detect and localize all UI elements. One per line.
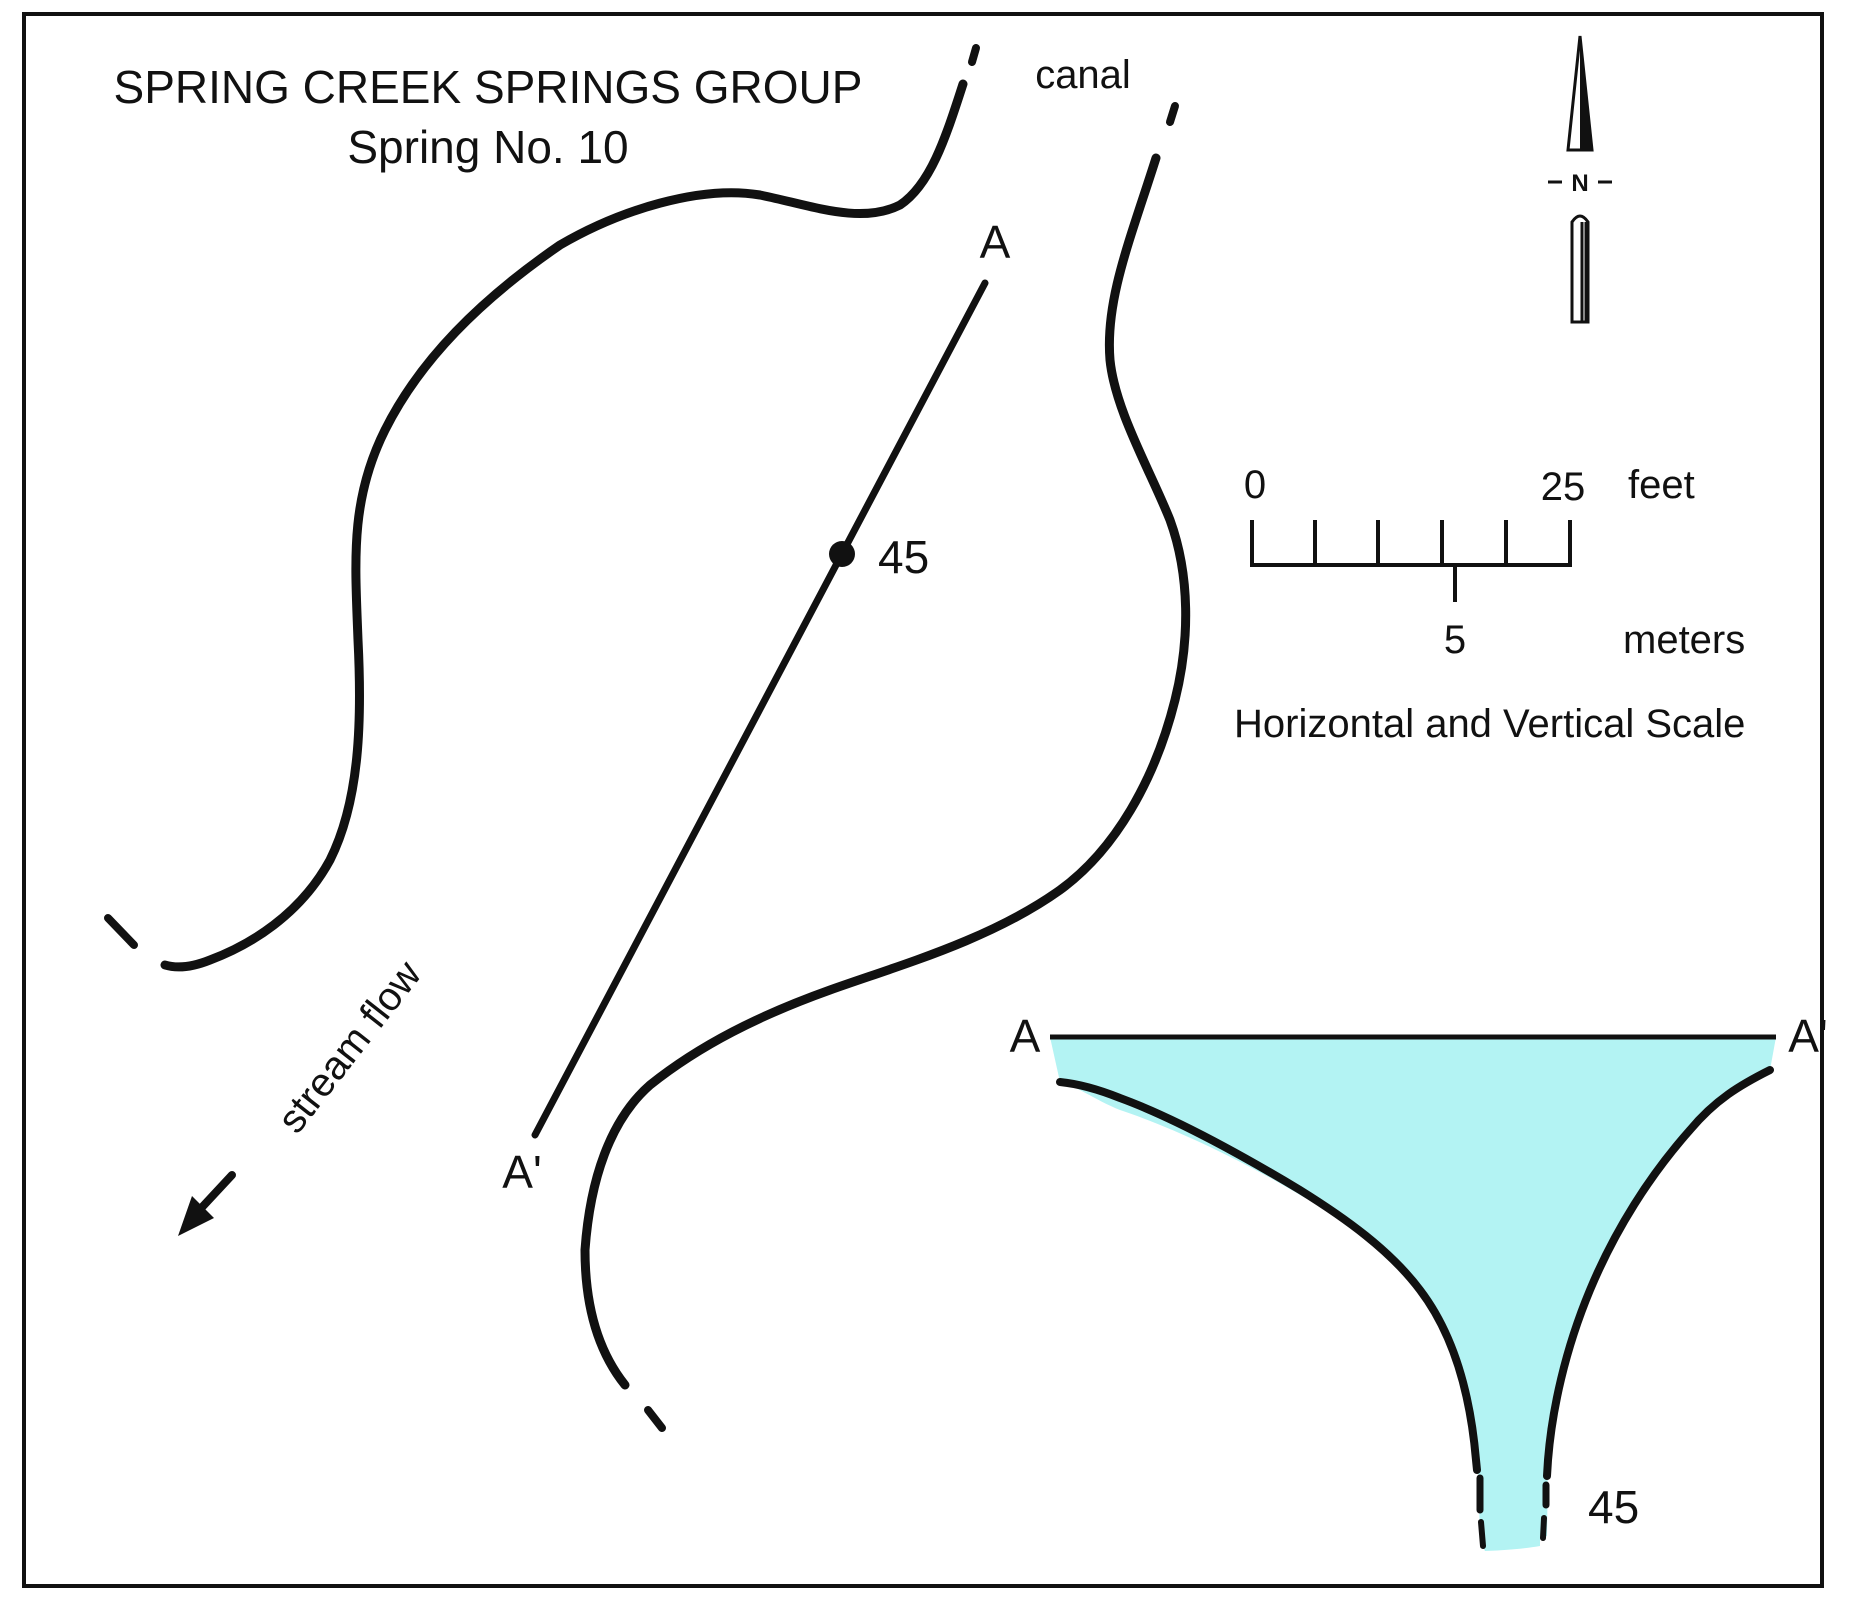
north-label: N (1571, 170, 1588, 197)
cross-section-left-bank (1056, 1078, 1481, 1474)
canal-label: canal (1035, 53, 1131, 97)
depth-point-marker (829, 541, 855, 567)
scale-feet-zero: 0 (1244, 463, 1266, 507)
stream-flow-label: stream flow (269, 953, 430, 1141)
right-stream-bank (580, 102, 1191, 1432)
cross-section-depth-label: 45 (1588, 1481, 1639, 1533)
depth-point-label: 45 (878, 531, 929, 583)
cross-section-label-right: A' (1788, 1010, 1827, 1062)
cross-section-label-left: A (1010, 1010, 1041, 1062)
arrow-down-left-icon (178, 1171, 236, 1236)
scale-caption: Horizontal and Vertical Scale (1234, 702, 1745, 746)
scale-meters-unit: meters (1623, 618, 1745, 662)
section-line-a (531, 279, 989, 1139)
scale-feet-unit: feet (1628, 463, 1695, 507)
scale-bar (1250, 520, 1572, 602)
left-stream-bank (104, 44, 980, 972)
cross-section: A A' 45 (1010, 1010, 1828, 1551)
section-label-a: A (980, 216, 1011, 268)
scale-meters-mark: 5 (1444, 618, 1466, 662)
cross-section-right-bank (1543, 1066, 1774, 1480)
figure-frame (22, 12, 1824, 1588)
cross-section-water (1050, 1037, 1776, 1551)
figure-title: SPRING CREEK SPRINGS GROUP (114, 61, 863, 113)
scale-feet-max: 25 (1541, 465, 1586, 509)
section-label-a-prime: A' (502, 1146, 541, 1198)
north-arrow-icon: N (1548, 35, 1612, 324)
figure-subtitle: Spring No. 10 (347, 121, 628, 173)
